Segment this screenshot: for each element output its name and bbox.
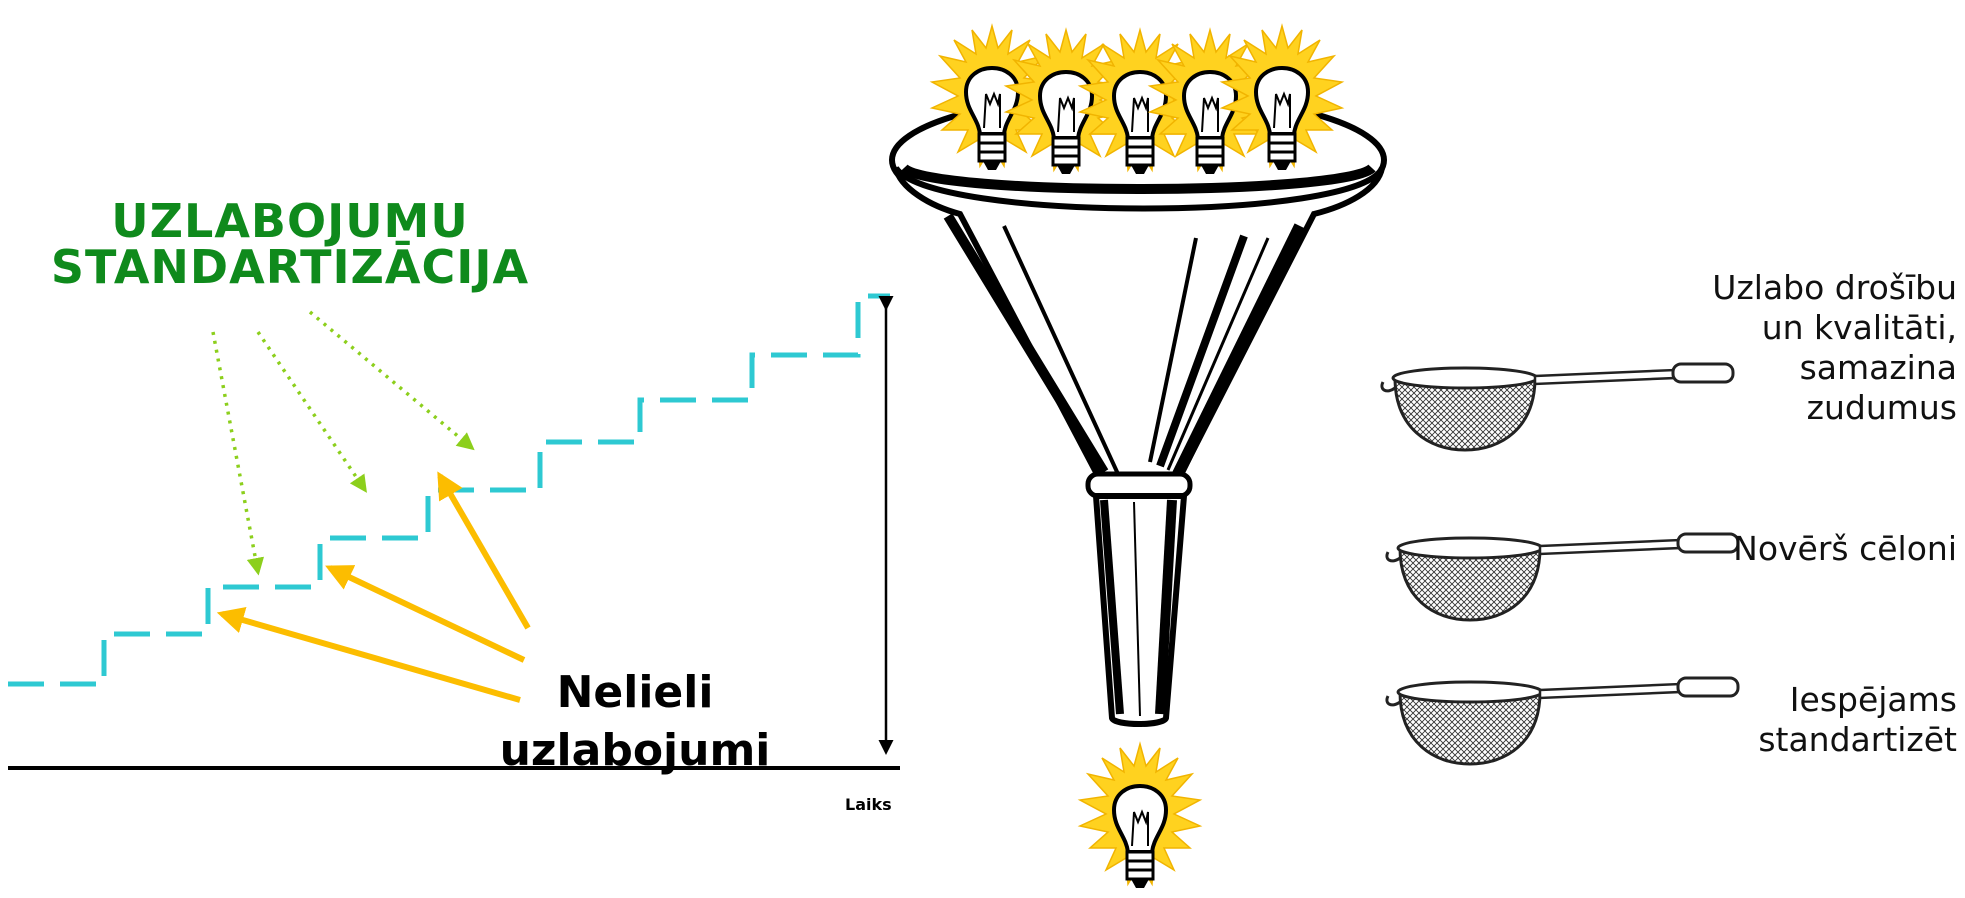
funnel-icon [893,166,1385,479]
standardization-title-text: UZLABOJUMU STANDARTIZĀCIJA [50,194,530,294]
strainer-icon [1385,676,1740,766]
filter-label-root-cause: Novērš cēloni [1733,529,1957,568]
staircase-line [8,293,890,687]
improvement-arrow-1 [216,607,521,703]
small-improvements-label: Nelieli uzlabojumi [499,667,771,776]
strainer-icon [1380,362,1735,452]
time-axis-label: Laiks [845,795,892,814]
strainer-icon [1385,532,1740,622]
filter-label-safety-quality: Uzlabo drošību un kvalitāti, samazina zu… [1712,268,1957,427]
improvement-arrow-3 [437,471,531,630]
improvement-arrow-2 [325,565,526,663]
standardization-title: UZLABOJUMU STANDARTIZĀCIJA [20,198,560,290]
filter-label-standardizable: Iespējams standartizēt [1758,680,1957,759]
